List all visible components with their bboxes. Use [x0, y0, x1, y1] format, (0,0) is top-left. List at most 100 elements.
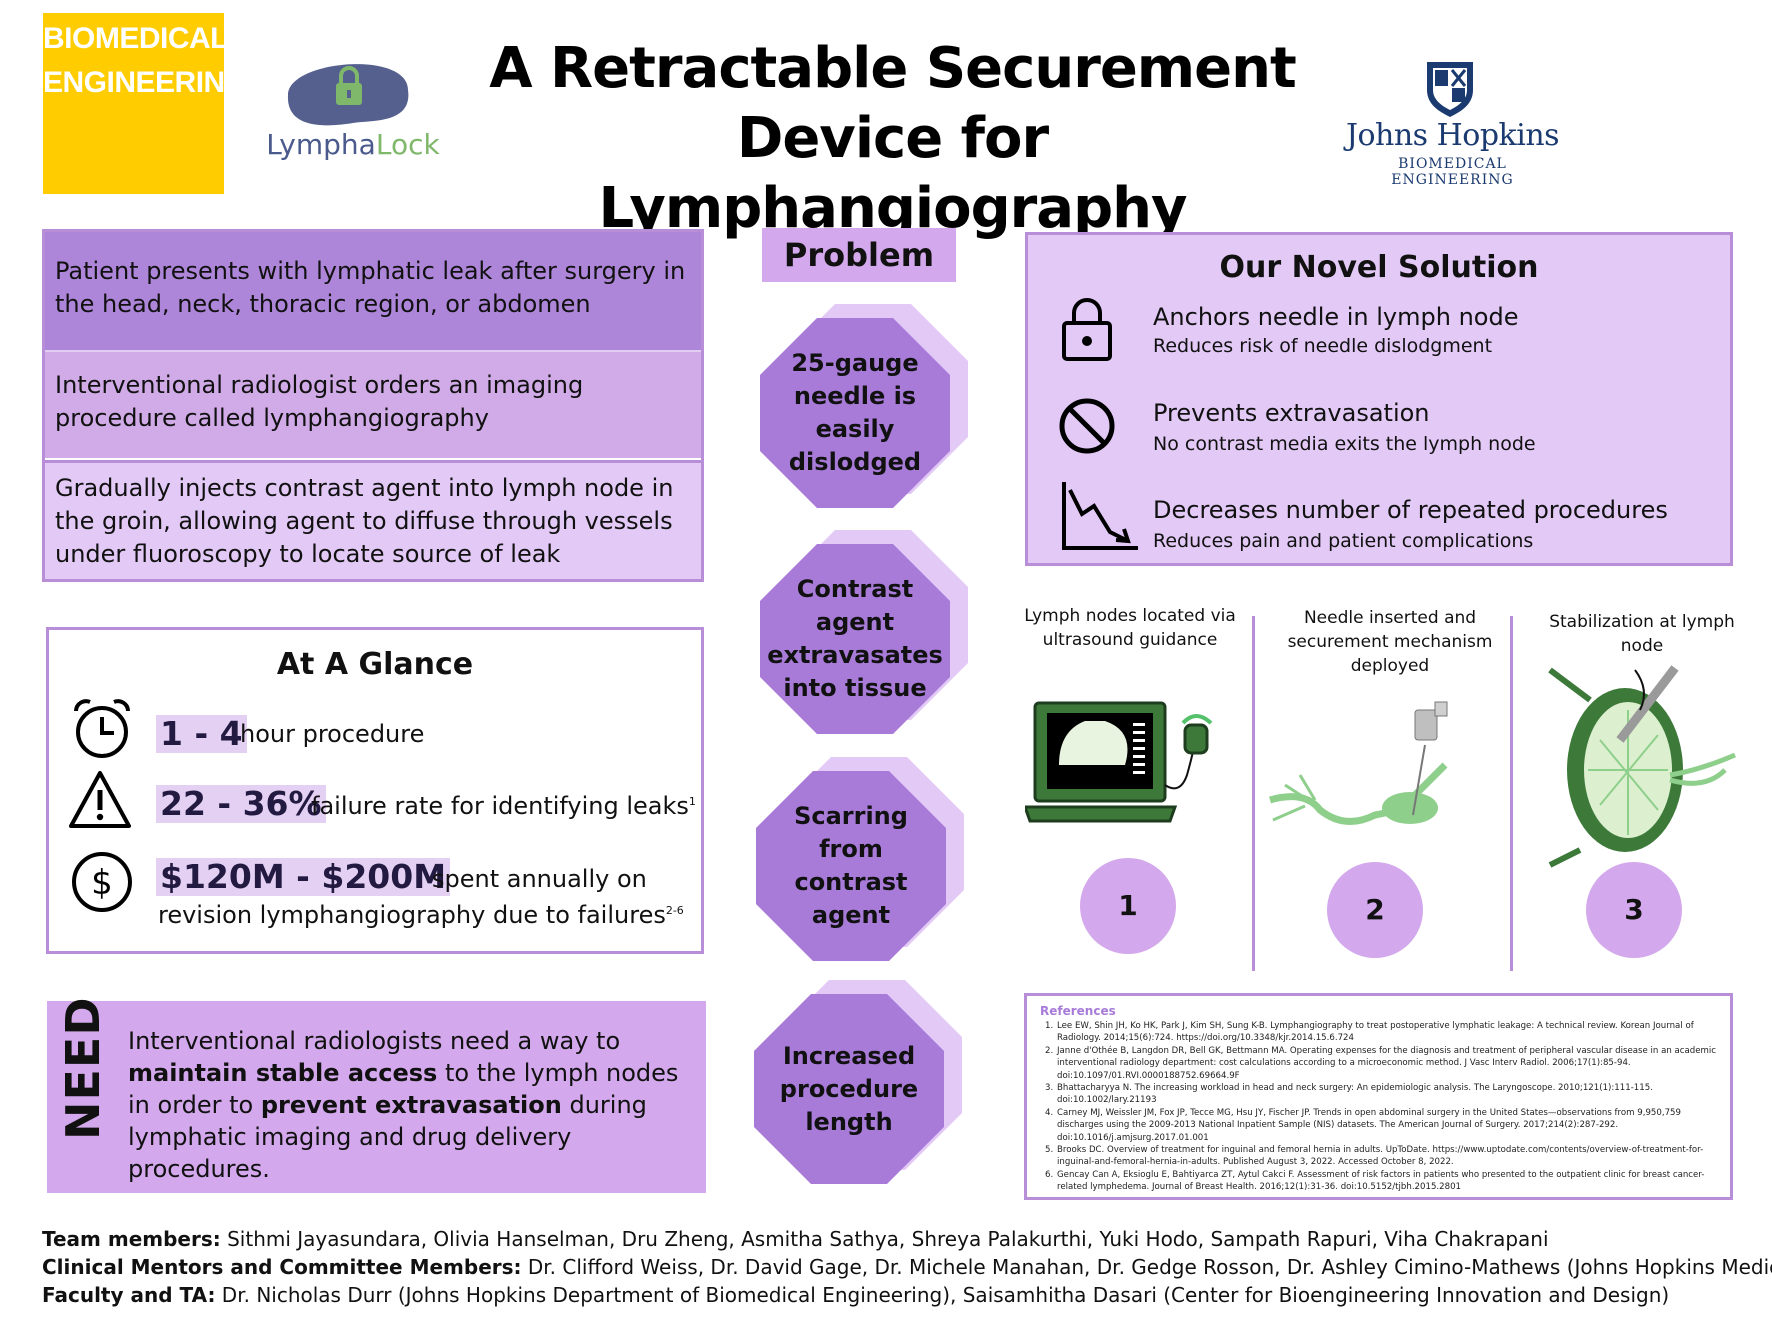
need-panel [47, 1001, 706, 1193]
lymph-node-stabilized-icon [1548, 665, 1736, 868]
reference-item: 4.Carney MJ, Weissler JM, Fox JP, Tecce … [1045, 1107, 1681, 1143]
jhu-shield-icon [1427, 62, 1473, 117]
problem-octagon-1: 25-gauge needle is easily dislodged [760, 304, 970, 514]
octagon-face: 25-gauge needle is easily dislodged [760, 318, 950, 508]
step-divider-2 [1510, 616, 1513, 971]
problem-item-3: Scarring from contrast agent [794, 802, 908, 929]
solution-sub-3: Reduces pain and patient complications [1153, 530, 1534, 552]
at-a-glance-title: At A Glance [276, 647, 474, 682]
alarm-clock-icon [74, 699, 130, 758]
solution-main-1: Anchors needle in lymph node [1153, 303, 1519, 331]
biomedical-engineering-logo: BIOMEDICAL ENGINEERING [43, 13, 248, 194]
title-line-1: A Retractable Securement [489, 36, 1297, 101]
reference-text-6: Gencay Can A, Eksioglu E, Bahtiyarca ZT,… [1057, 1169, 1705, 1193]
footer-faculty-names: Dr. Nicholas Durr (Johns Hopkins Departm… [215, 1283, 1670, 1307]
octagon-face: Increased procedure length [754, 994, 944, 1184]
footer-mentors-names: Dr. Clifford Weiss, Dr. David Gage, Dr. … [521, 1255, 1772, 1279]
glance-text-failure-label: failure rate for identifying leaks [311, 792, 689, 820]
need-statement: Interventional radiologists need a way t… [128, 1025, 698, 1185]
process-step-2: Interventional radiologist orders an ima… [45, 350, 701, 458]
footer-faculty: Faculty and TA: Dr. Nicholas Durr (Johns… [42, 1281, 1669, 1309]
process-step-1: Patient presents with lymphatic leak aft… [45, 232, 701, 350]
reference-item: 2.Janne d'Othée B, Langdon DR, Bell GK, … [1045, 1045, 1717, 1081]
bme-logo-line1: BIOMEDICAL [43, 22, 229, 55]
reference-text-3: Bhattacharyya N. The increasing workload… [1057, 1083, 1653, 1106]
footer-team: Team members: Sithmi Jayasundara, Olivia… [42, 1225, 1549, 1253]
poster-title: A Retractable Securement Device for Lymp… [470, 34, 1315, 244]
glance-stat-duration: 1 - 4 [156, 715, 247, 753]
reference-item: 1.Lee EW, Shin JH, Ko HK, Park J, Kim SH… [1045, 1021, 1694, 1044]
footer-mentors-label: Clinical Mentors and Committee Members: [42, 1255, 522, 1279]
footer-faculty-label: Faculty and TA: [42, 1283, 216, 1307]
problem-octagon-2: Contrast agent extravasates into tissue [760, 530, 970, 740]
solution-panel [1025, 232, 1733, 566]
solution-sub-2: No contrast media exits the lymph node [1153, 433, 1536, 455]
lymphalock-part1: Lympha [266, 128, 376, 161]
problem-octagon-4: Increased procedure length [754, 980, 964, 1190]
step-3-number: 3 [1586, 862, 1682, 958]
solution-main-2: Prevents extravasation [1153, 399, 1430, 427]
lock-icon [1062, 298, 1112, 361]
reference-item: 5.Brooks DC. Overview of treatment for i… [1045, 1145, 1704, 1168]
bme-logo-line2: ENGINEERING [43, 66, 248, 99]
need-bold-2: prevent extravasation [260, 1091, 562, 1119]
reference-text-4: Carney MJ, Weissler JM, Fox JP, Tecce MG… [1057, 1107, 1681, 1143]
ref-sup-2-6: 2-6 [665, 904, 684, 917]
glance-text-cost: spent annually on [432, 865, 647, 893]
references-list: 1.Lee EW, Shin JH, Ko HK, Park J, Kim SH… [1045, 1020, 1725, 1194]
need-text-2: to the lymph nodes in order to [128, 1059, 679, 1119]
solution-title: Our Novel Solution [1219, 250, 1539, 285]
glance-text-failure: failure rate for identifying leaks1 [311, 786, 696, 822]
reference-item: 3.Bhattacharyya N. The increasing worklo… [1045, 1083, 1653, 1106]
problem-item-2: Contrast agent extravasates into tissue [767, 575, 943, 702]
ref-sup-1: 1 [688, 795, 696, 808]
glance-stat-cost: $120M - $200M [156, 858, 451, 896]
reference-text-2: Janne d'Othée B, Langdon DR, Bell GK, Be… [1057, 1045, 1717, 1081]
octagon-face: Contrast agent extravasates into tissue [760, 544, 950, 734]
need-label: NEED [56, 996, 110, 1140]
glance-text-duration: hour procedure [240, 720, 425, 748]
references-title: References [1040, 1004, 1116, 1018]
footer-team-label: Team members: [42, 1227, 221, 1251]
glance-text-cost-2-label: revision lymphangiography due to failure… [158, 901, 666, 929]
need-text-3: during lymphatic imaging and drug delive… [128, 1091, 647, 1183]
process-step-3: Gradually injects contrast agent into ly… [45, 460, 701, 579]
reference-text-1: Lee EW, Shin JH, Ko HK, Park J, Kim SH, … [1057, 1021, 1694, 1044]
ultrasound-machine-icon [1025, 701, 1213, 823]
need-text-1: Interventional radiologists need a way t… [128, 1027, 621, 1055]
step-2-caption: Needle inserted and securement mechanism… [1287, 608, 1493, 676]
warning-icon [69, 771, 131, 828]
step-divider-1 [1252, 616, 1255, 971]
octagon-face: Scarring from contrast agent [756, 771, 946, 961]
jhu-wordmark: Johns Hopkins [1345, 118, 1560, 153]
footer-mentors: Clinical Mentors and Committee Members: … [42, 1253, 1772, 1281]
lymphalock-part2: Lock [375, 128, 440, 161]
dollar-icon: $ [72, 852, 132, 912]
solution-sub-1: Reduces risk of needle dislodgment [1153, 335, 1493, 357]
at-a-glance-panel [46, 627, 704, 954]
step-3-caption: Stabilization at lymph node [1549, 612, 1735, 656]
svg-text:$: $ [91, 863, 113, 903]
decreasing-chart-icon [1062, 482, 1138, 550]
step-1-caption: Lymph nodes located via ultrasound guida… [1024, 606, 1236, 650]
needle-lymph-vessel-icon [1269, 701, 1448, 825]
problem-octagon-3: Scarring from contrast agent [756, 757, 966, 967]
lymphalock-wordmark: LymphaLock [258, 128, 448, 161]
lymphalock-logo-icon [287, 64, 409, 126]
step-1-number: 1 [1080, 858, 1176, 954]
step-2-number: 2 [1327, 862, 1423, 958]
reference-text-5: Brooks DC. Overview of treatment for ing… [1057, 1145, 1704, 1168]
problem-item-4: Increased procedure length [779, 1041, 919, 1136]
glance-stat-failure: 22 - 36% [156, 785, 326, 823]
problem-item-1: 25-gauge needle is easily dislodged [788, 349, 922, 476]
clinical-process-panel: Patient presents with lymphatic leak aft… [42, 229, 704, 582]
glance-text-cost-2: revision lymphangiography due to failure… [158, 895, 684, 931]
prohibited-icon [1059, 398, 1115, 454]
footer-team-names: Sithmi Jayasundara, Olivia Hanselman, Dr… [220, 1227, 1549, 1251]
need-bold-1: maintain stable access [128, 1059, 438, 1087]
title-line-2: Device for Lymphangiography [598, 106, 1187, 241]
jhu-subtitle: BIOMEDICAL ENGINEERING [1391, 156, 1514, 188]
reference-item: 6.Gencay Can A, Eksioglu E, Bahtiyarca Z… [1045, 1169, 1705, 1193]
problem-header: Problem [762, 228, 956, 282]
references-panel [1024, 993, 1733, 1200]
